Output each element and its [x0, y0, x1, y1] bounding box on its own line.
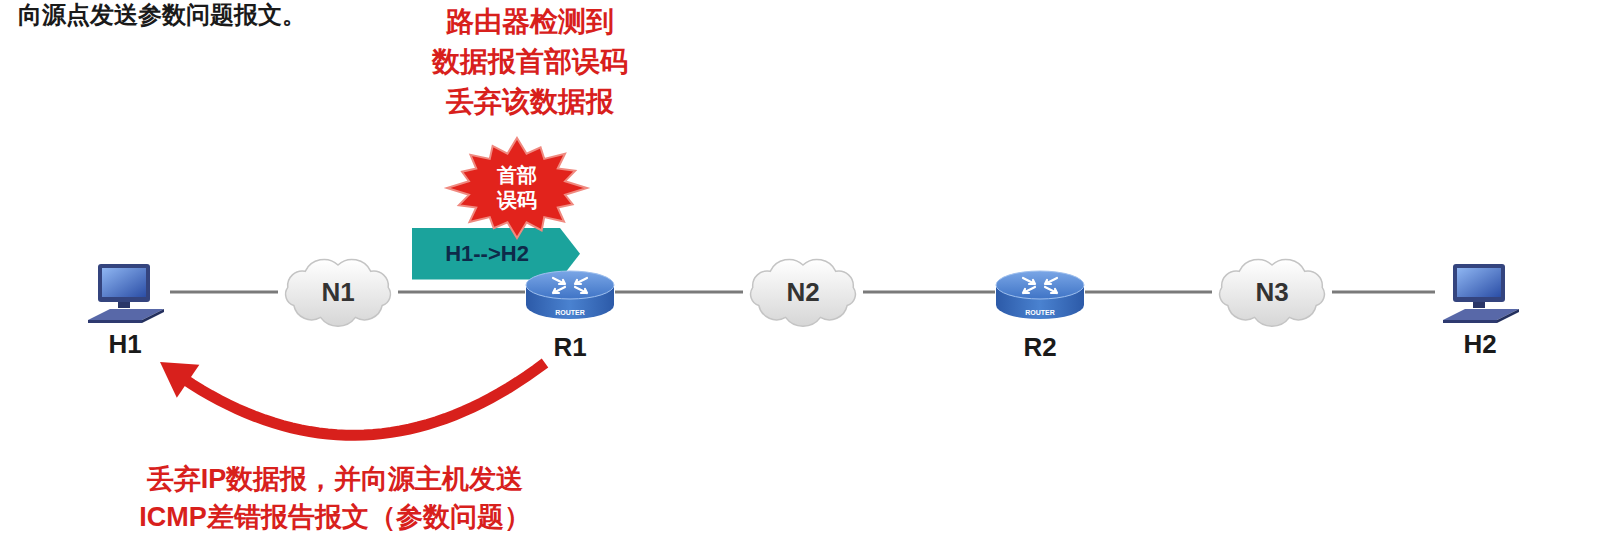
link-line	[170, 292, 278, 293]
callout-note: 路由器检测到 数据报首部误码 丢弃该数据报	[415, 2, 645, 122]
node-text: N1	[321, 276, 354, 309]
node-text: 首部 误码	[494, 163, 540, 213]
link-line	[615, 292, 743, 293]
router-symbol	[525, 265, 615, 329]
network-cloud: N1	[278, 256, 398, 328]
network-cloud: N2	[743, 256, 863, 328]
node-text: H1-->H2	[445, 240, 529, 268]
icon-label: ROUTER	[555, 309, 585, 317]
edge-label: 丢弃IP数据报，并向源主机发送 ICMP差错报告报文（参数问题）	[95, 460, 575, 536]
network-cloud: N3	[1212, 256, 1332, 328]
node-label: R1	[525, 333, 615, 361]
node-label: R2	[995, 333, 1085, 361]
node-label: H1	[80, 330, 170, 358]
link-line	[1085, 292, 1212, 293]
link-line	[398, 292, 525, 293]
node-label: H2	[1435, 330, 1525, 358]
burst-outline	[447, 138, 587, 238]
node-text: N2	[786, 276, 819, 309]
computer-icon	[80, 262, 170, 326]
link-line	[863, 292, 995, 293]
router-symbol	[995, 265, 1085, 329]
link-line	[1332, 292, 1435, 293]
icon-label: ROUTER	[1025, 309, 1055, 317]
arrow-head	[160, 362, 199, 398]
computer-icon	[1435, 262, 1525, 326]
host-computer: H1	[80, 262, 170, 358]
error-burst: 首部 误码	[447, 138, 587, 238]
heading-fragment: 向源点发送参数问题报文。	[18, 0, 306, 30]
host-computer: H2	[1435, 262, 1525, 358]
error-report-arrow	[160, 362, 545, 435]
node-text: N3	[1255, 276, 1288, 309]
